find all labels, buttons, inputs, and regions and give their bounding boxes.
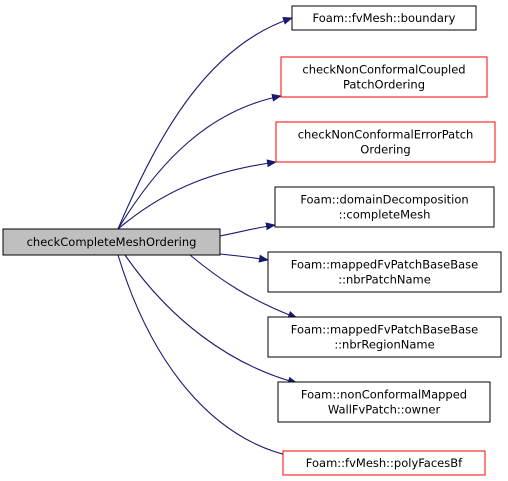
node-label: ::nbrRegionName xyxy=(334,338,434,352)
node-label: Ordering xyxy=(360,143,410,157)
call-edge xyxy=(117,93,282,230)
node-box xyxy=(275,121,496,163)
node-label: checkNonConformalErrorPatch xyxy=(298,128,474,142)
node-label: checkNonConformalCoupled xyxy=(302,63,465,77)
callee-function-node[interactable]: Foam::fvMesh::boundary xyxy=(291,5,477,31)
call-edge xyxy=(117,17,293,230)
node-label: ::completeMesh xyxy=(339,208,431,222)
call-edge xyxy=(117,254,296,460)
node-label: Foam::mappedFvPatchBaseBase xyxy=(291,323,478,337)
node-box xyxy=(291,5,477,31)
node-label: ::nbrPatchName xyxy=(338,273,431,287)
node-box xyxy=(274,186,495,228)
callee-function-node[interactable]: Foam::domainDecomposition::completeMesh xyxy=(274,186,495,228)
call-edge xyxy=(117,159,277,230)
call-edge xyxy=(219,253,269,263)
node-label: checkCompleteMeshOrdering xyxy=(27,235,197,249)
callee-function-node[interactable]: Foam::mappedFvPatchBaseBase::nbrPatchNam… xyxy=(267,251,502,293)
node-label: Foam::mappedFvPatchBaseBase xyxy=(291,258,478,272)
call-edge xyxy=(124,254,298,385)
node-box xyxy=(280,56,488,98)
call-edge xyxy=(189,254,298,319)
node-label: Foam::nonConformalMapped xyxy=(301,388,467,402)
node-box xyxy=(282,450,486,476)
node-box xyxy=(277,381,491,423)
callee-function-node[interactable]: Foam::nonConformalMappedWallFvPatch::own… xyxy=(277,381,491,423)
callee-function-node[interactable]: Foam::fvMesh::polyFacesBf xyxy=(282,450,486,476)
node-label: Foam::domainDecomposition xyxy=(300,193,468,207)
node-label: Foam::fvMesh::boundary xyxy=(313,11,456,25)
node-box xyxy=(267,316,502,358)
node-label: PatchOrdering xyxy=(343,78,425,92)
node-box xyxy=(2,228,221,256)
node-label: Foam::fvMesh::polyFacesBf xyxy=(306,456,463,470)
node-box xyxy=(267,251,502,293)
callee-function-node[interactable]: Foam::mappedFvPatchBaseBase::nbrRegionNa… xyxy=(267,316,502,358)
node-label: WallFvPatch::owner xyxy=(328,403,441,417)
root-function-node[interactable]: checkCompleteMeshOrdering xyxy=(2,228,221,256)
call-edge xyxy=(219,222,276,237)
